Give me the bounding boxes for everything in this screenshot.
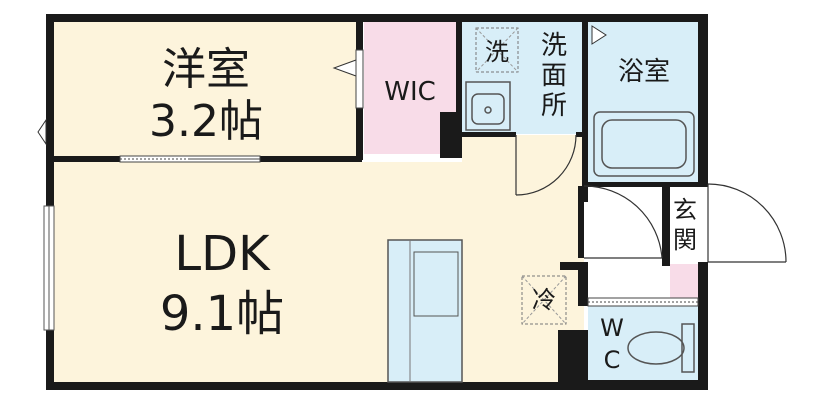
bath-label: 浴室 bbox=[618, 57, 670, 87]
bath-floor bbox=[588, 22, 698, 182]
western-room-size: 3.2帖 bbox=[149, 96, 263, 147]
entrance-label-1: 玄 bbox=[673, 196, 697, 224]
bath-vent bbox=[591, 25, 607, 45]
western-sliding-door bbox=[119, 155, 261, 163]
outer-walls bbox=[46, 14, 708, 390]
hall-floor bbox=[462, 135, 584, 185]
toilet-label-1: W bbox=[600, 314, 624, 342]
washroom-label-1: 洗 bbox=[541, 31, 567, 61]
entrance-label-2: 関 bbox=[673, 226, 697, 254]
kitchen-counter bbox=[387, 239, 463, 383]
western-room-floor bbox=[54, 22, 362, 158]
entrance-step bbox=[670, 264, 698, 298]
toilet-sliding-door bbox=[587, 297, 699, 307]
fridge-space bbox=[521, 275, 567, 325]
interior-walls bbox=[54, 22, 708, 386]
washroom-label-3: 所 bbox=[541, 91, 567, 121]
fridge-label: 冷 bbox=[532, 286, 556, 314]
wic-label: WIC bbox=[384, 77, 436, 107]
left-vent bbox=[37, 118, 47, 146]
hall-door bbox=[583, 185, 663, 259]
toilet-floor bbox=[588, 306, 698, 382]
entrance-door bbox=[707, 183, 787, 263]
ldk-floor bbox=[54, 162, 584, 384]
ldk-name: LDK bbox=[174, 226, 271, 282]
entrance-floor bbox=[588, 186, 668, 298]
toilet-label-2: C bbox=[604, 346, 621, 374]
western-room-name: 洋室 bbox=[162, 44, 250, 95]
ldk-size: 9.1帖 bbox=[160, 286, 284, 342]
washer-label: 洗 bbox=[485, 38, 509, 66]
left-window bbox=[43, 205, 55, 331]
washbasin bbox=[465, 81, 511, 131]
washer-space bbox=[475, 27, 519, 73]
washroom-door bbox=[515, 134, 577, 196]
washroom-label-2: 面 bbox=[541, 61, 567, 91]
bathtub bbox=[593, 111, 695, 177]
washroom-floor bbox=[462, 22, 584, 134]
toilet bbox=[627, 323, 695, 373]
wic-door-opening bbox=[355, 49, 364, 109]
